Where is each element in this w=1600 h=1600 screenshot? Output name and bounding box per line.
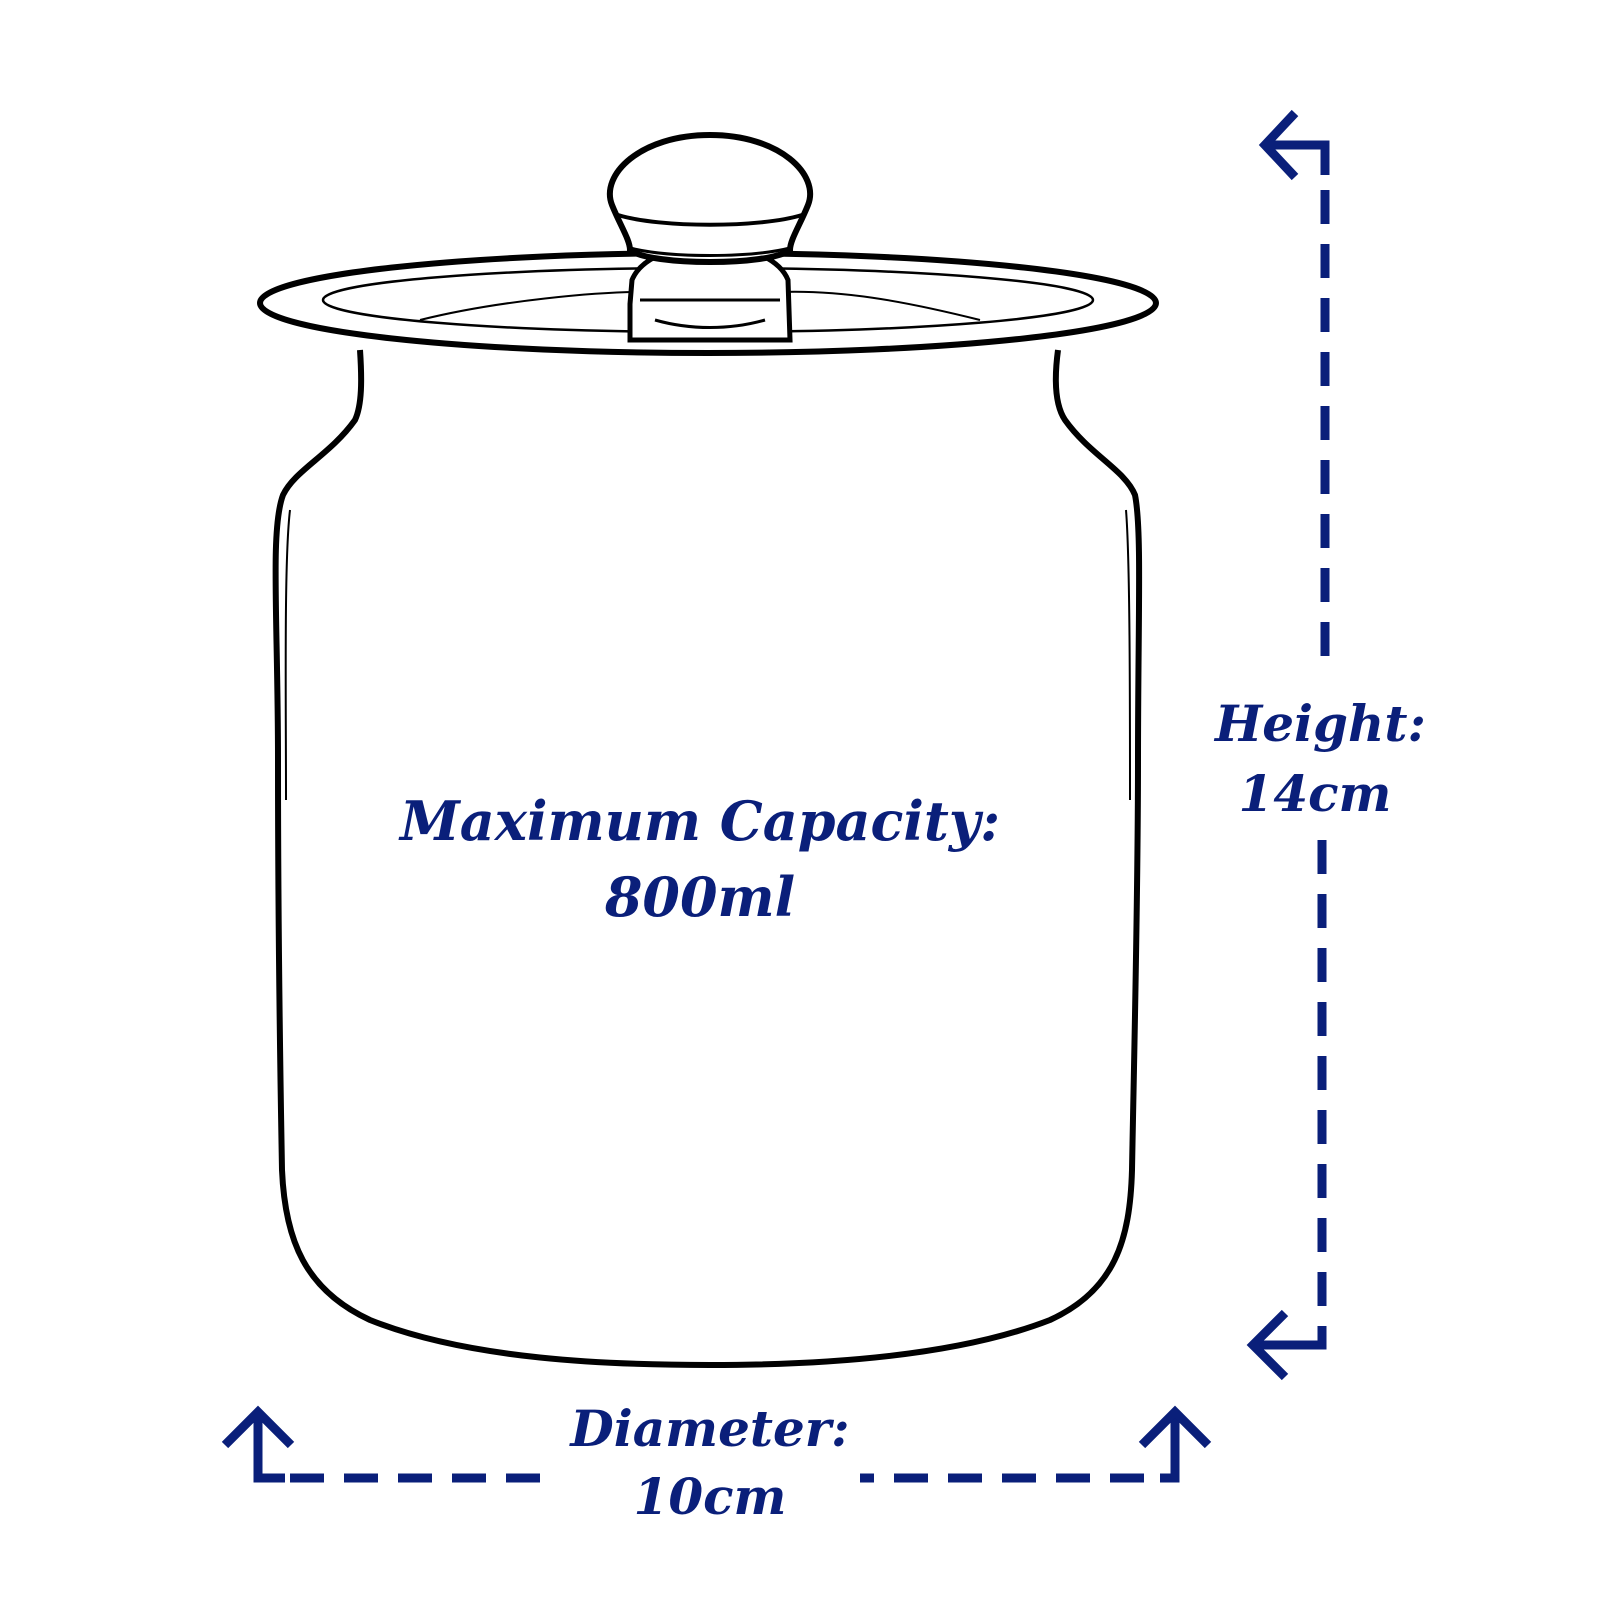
diameter-dimension-line [221,1405,1212,1483]
capacity-label: Maximum Capacity: 800ml [400,790,1000,928]
height-dimension-line [1246,109,1330,1381]
lid-highlight-right [779,290,981,321]
diameter-label: Diameter: 10cm [560,1400,860,1525]
diameter-right-connector [1160,1418,1180,1483]
lid-knob-stem-detail [640,298,780,329]
height-top-arrow-icon [1258,109,1299,181]
height-title: Height: [1215,694,1426,753]
diameter-left-connector [253,1418,285,1483]
jar-body-outline [272,349,1143,1368]
diameter-left-arrow-icon [221,1405,295,1449]
capacity-title: Maximum Capacity: [400,789,1001,853]
height-bottom-connector [1258,1330,1327,1350]
lid-knob-band-2 [629,246,791,257]
height-label: Height: 14cm [1215,695,1426,823]
lid-highlight-left [419,291,641,321]
height-top-connector [1270,140,1330,175]
diameter-right-arrow-icon [1138,1405,1212,1449]
lid-knob-band [617,213,803,227]
height-value: 14cm [1238,763,1392,823]
diameter-title: Diameter: [570,1399,850,1458]
height-bottom-arrow-icon [1246,1309,1289,1381]
jar-body-inner-edge [284,509,291,801]
diameter-value: 10cm [633,1466,787,1526]
capacity-value: 800ml [604,865,796,930]
jar-body-inner-edge-right [1125,509,1131,801]
lid-knob [607,131,813,265]
